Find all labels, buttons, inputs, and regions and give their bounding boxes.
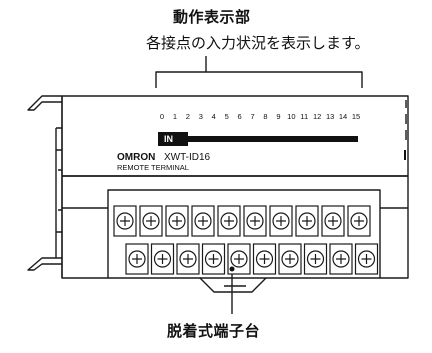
terminal-screw-upper-0	[113, 205, 137, 237]
channel-label-15: 15	[352, 112, 360, 121]
in-indicator-bar	[158, 136, 358, 142]
channel-label-1: 1	[173, 112, 177, 121]
terminal-screw-lower-4	[227, 243, 251, 275]
terminal-screw-lower-0	[125, 243, 149, 275]
terminal-latch	[199, 277, 267, 293]
channel-label-8: 8	[263, 112, 267, 121]
terminal-screw-lower-9	[354, 243, 379, 275]
channel-label-0: 0	[160, 112, 164, 121]
indicator-bracket	[155, 71, 363, 88]
terminal-screw-lower-8	[329, 243, 353, 275]
in-label: IN	[164, 134, 173, 144]
channel-label-9: 9	[276, 112, 280, 121]
terminal-screw-upper-7	[295, 205, 319, 237]
channel-label-2: 2	[186, 112, 190, 121]
terminal-screw-lower-1	[150, 243, 175, 275]
indicator-section-title: 動作表示部	[173, 8, 251, 26]
model-number: XWT-ID16	[164, 152, 211, 163]
terminal-screw-lower-5	[252, 243, 277, 275]
channel-label-6: 6	[238, 112, 242, 121]
channel-label-13: 13	[326, 112, 334, 121]
terminal-screw-upper-5	[243, 205, 267, 237]
terminal-screw-lower-6	[278, 243, 302, 275]
terminal-screw-upper-2	[165, 205, 189, 237]
channel-label-14: 14	[339, 112, 347, 121]
terminal-screw-upper-1	[139, 205, 163, 237]
terminal-screw-upper-3	[191, 205, 215, 237]
channel-label-7: 7	[250, 112, 254, 121]
terminal-screw-lower-3	[201, 243, 226, 275]
channel-label-4: 4	[212, 112, 216, 121]
mounting-clip-bottom	[27, 257, 62, 271]
mounting-clip-top	[27, 95, 62, 111]
channel-label-10: 10	[287, 112, 295, 121]
terminal-screw-upper-4	[217, 205, 241, 237]
indicator-section-description: 各接点の入力状況を表示します。	[146, 34, 370, 52]
channel-label-3: 3	[199, 112, 203, 121]
device-subtitle: REMOTE TERMINAL	[117, 163, 189, 172]
channel-label-5: 5	[225, 112, 229, 121]
terminal-screw-upper-6	[269, 205, 293, 237]
leader-dot	[229, 266, 235, 272]
terminal-screw-upper-9	[347, 205, 371, 237]
housing-body	[61, 208, 108, 279]
terminal-screw-upper-8	[321, 205, 345, 237]
terminal-block-title: 脱着式端子台	[167, 322, 261, 340]
channel-label-12: 12	[313, 112, 321, 121]
terminal-block-frame	[107, 189, 381, 279]
terminal-screw-lower-7	[303, 243, 328, 275]
terminal-screw-lower-2	[176, 243, 200, 275]
brand-logo: OMRON	[117, 152, 155, 163]
channel-label-11: 11	[300, 112, 308, 121]
housing-lower-panel	[61, 175, 409, 208]
